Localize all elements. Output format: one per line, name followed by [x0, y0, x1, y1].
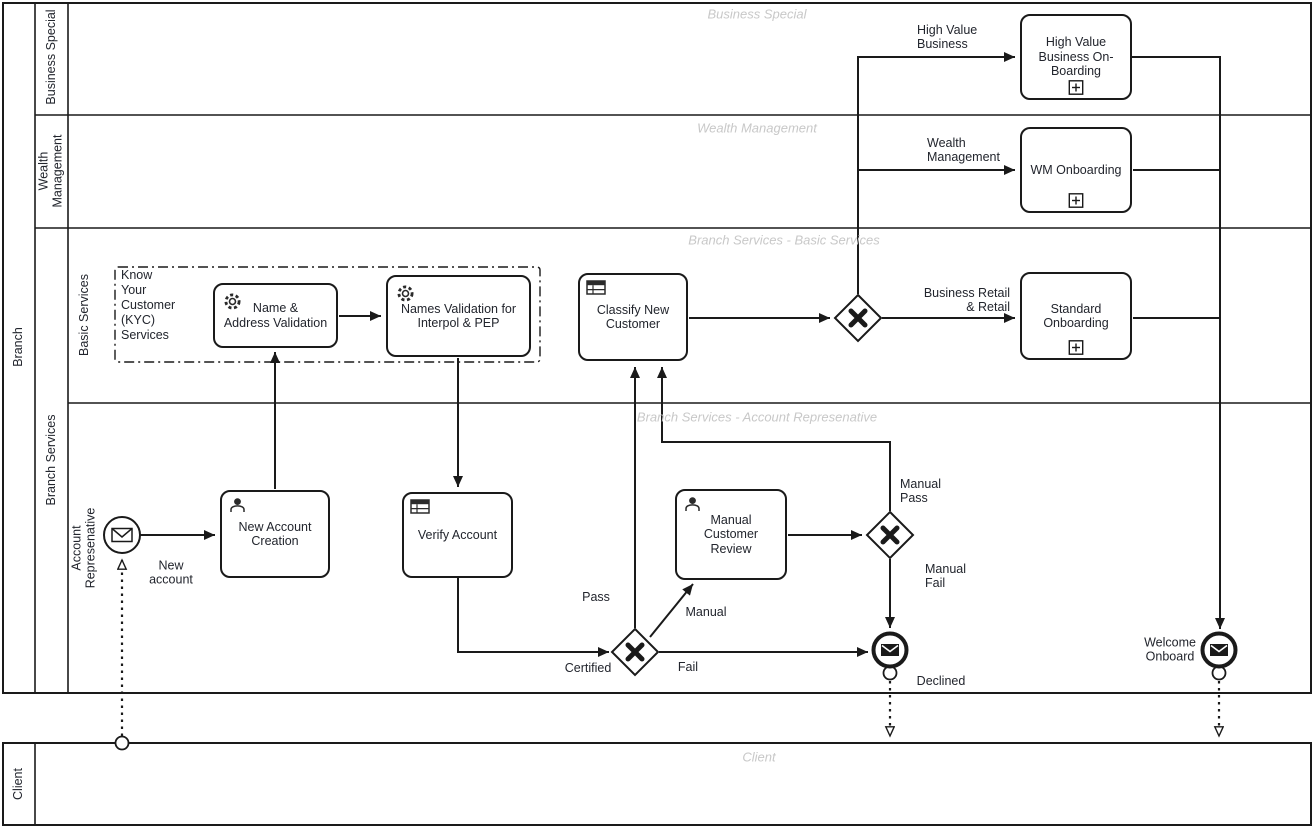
- task-label: Manual Customer Review: [703, 512, 759, 556]
- event-label-declined: Declined: [916, 673, 966, 688]
- lane-label-account-representative: Account Represenative: [69, 507, 98, 589]
- lane-label-branch-services: Branch Services: [43, 414, 58, 506]
- subprocess-plus-marker[interactable]: [1068, 340, 1084, 355]
- flow-label-manual-pass: Manual Pass: [900, 477, 941, 506]
- flow-manual[interactable]: [649, 583, 694, 638]
- task-name-address-validation[interactable]: Name & Address Validation: [213, 283, 338, 348]
- person-icon: [230, 498, 245, 512]
- envelope-icon: [1210, 644, 1228, 656]
- task-label: Verify Account: [417, 527, 498, 542]
- envelope-icon: [111, 527, 133, 543]
- lane-label-wealth-management: Wealth Management: [36, 134, 65, 208]
- flow-label-manual-fail: Manual Fail: [925, 562, 966, 591]
- flow-verify-to-certified-gateway[interactable]: [457, 578, 609, 657]
- event-label-new-account: New account: [149, 558, 193, 587]
- end-event-declined[interactable]: [871, 631, 909, 669]
- kyc-group[interactable]: [114, 266, 541, 363]
- flow-label-high-value-business: High Value Business: [917, 23, 978, 52]
- lane-label-business-special: Business Special: [43, 9, 58, 105]
- subprocess-plus-marker[interactable]: [1068, 80, 1084, 95]
- lane-header-basic-services: Branch Services - Basic Services: [688, 232, 880, 248]
- end-event-welcome-onboard[interactable]: [1200, 631, 1238, 669]
- task-label: WM Onboarding: [1030, 162, 1122, 177]
- flow-label-certified: Certified: [564, 660, 612, 675]
- person-icon: [685, 497, 700, 511]
- task-standard-onboarding[interactable]: Standard Onboarding: [1020, 272, 1132, 360]
- flow-label-business-retail: Business Retail & Retail: [923, 286, 1010, 315]
- gear-icon: [224, 293, 241, 310]
- flow-manual-pass[interactable]: [657, 367, 891, 511]
- subprocess-plus-marker[interactable]: [1068, 193, 1084, 208]
- task-high-value-onboarding[interactable]: High Value Business On- Boarding: [1020, 14, 1132, 100]
- flow-label-manual: Manual: [685, 604, 727, 619]
- pool-label-branch: Branch: [10, 327, 25, 367]
- task-label: Classify New Customer: [596, 302, 670, 331]
- flow-label-wealth-management: Wealth Management: [927, 136, 1000, 165]
- lane-header-business-special: Business Special: [707, 6, 807, 22]
- table-icon: [410, 499, 430, 514]
- task-label: New Account Creation: [238, 519, 312, 548]
- flow-label-pass: Pass: [582, 589, 610, 604]
- envelope-icon: [881, 644, 899, 656]
- event-label-welcome-onboard: Welcome Onboard: [1144, 635, 1196, 664]
- task-names-validation-interpol-pep[interactable]: Names Validation for Interpol & PEP: [386, 275, 531, 357]
- message-source-dot: [114, 735, 130, 751]
- task-new-account-creation[interactable]: New Account Creation: [220, 490, 330, 578]
- pool-label-client: Client: [10, 768, 25, 800]
- kyc-group-label: Know Your Customer (KYC) Services: [121, 268, 176, 342]
- lane-header-account-representative: Branch Services - Account Represenative: [636, 409, 878, 425]
- pool-client: [2, 742, 1312, 826]
- lane-header-client: Client: [742, 749, 776, 765]
- flow-high-value-to-welcome[interactable]: [1132, 56, 1225, 629]
- x-marker: [848, 308, 868, 328]
- task-label: Names Validation for Interpol & PEP: [400, 301, 517, 330]
- x-marker: [880, 525, 900, 545]
- x-marker: [625, 642, 645, 662]
- task-label: Name & Address Validation: [223, 301, 328, 330]
- start-event-new-account[interactable]: [103, 516, 141, 554]
- flow-label-fail: Fail: [677, 659, 699, 674]
- task-label: Standard Onboarding: [1043, 301, 1109, 330]
- gateway-manual-review[interactable]: [865, 510, 915, 560]
- lane-header-wealth-management: Wealth Management: [697, 120, 817, 136]
- flow-high-value-business[interactable]: [857, 52, 1015, 294]
- task-manual-customer-review[interactable]: Manual Customer Review: [675, 489, 787, 580]
- task-wm-onboarding[interactable]: WM Onboarding: [1020, 127, 1132, 213]
- table-icon: [586, 280, 606, 295]
- gateway-classification[interactable]: [833, 293, 883, 343]
- gateway-certified[interactable]: [610, 627, 660, 677]
- task-verify-account[interactable]: Verify Account: [402, 492, 513, 578]
- gear-icon: [397, 285, 414, 302]
- task-classify-new-customer[interactable]: Classify New Customer: [578, 273, 688, 361]
- lane-label-basic-services: Basic Services: [76, 274, 91, 356]
- task-label: High Value Business On- Boarding: [1038, 35, 1114, 79]
